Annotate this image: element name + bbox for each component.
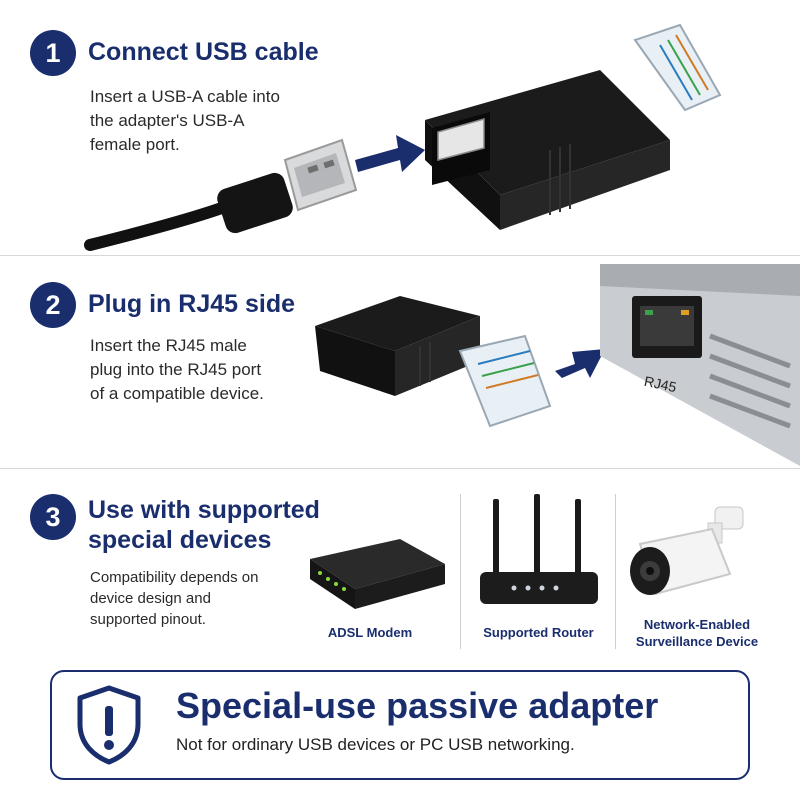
router-icon (480, 494, 598, 604)
step-3-number-badge: 3 (30, 494, 76, 540)
usb-cable-to-adapter-illustration (84, 23, 722, 251)
step-2-number-badge: 2 (30, 282, 76, 328)
usb-cable (84, 199, 236, 251)
step-1-section: 1 Connect USB cable Insert a USB-A cable… (0, 0, 800, 255)
usb-a-plug (217, 138, 358, 234)
device-divider (460, 494, 461, 649)
banner-subtitle: Not for ordinary USB devices or PC USB n… (176, 735, 575, 754)
arrow-right-icon (555, 349, 605, 378)
step-3-title: Use with supported special devices (88, 496, 320, 554)
step-3-section: 3 Use with supported special devices Com… (0, 469, 800, 664)
section-divider (0, 255, 800, 256)
device-label-camera: Network-Enabled Surveillance Device (635, 617, 759, 649)
step-2-section: 2 Plug in RJ45 side Insert the RJ45 male… (0, 256, 800, 468)
usb-rj45-adapter (315, 296, 552, 428)
warning-banner: Special-use passive adapter Not for ordi… (50, 670, 750, 780)
step-2-title: Plug in RJ45 side (88, 290, 296, 318)
modem-icon (310, 539, 445, 609)
usb-rj45-adapter (425, 23, 722, 230)
rj45-to-device-illustration (315, 264, 800, 466)
step-1-number-badge: 1 (30, 30, 76, 76)
banner-title: Special-use passive adapter (176, 685, 659, 726)
arrow-right-icon (355, 135, 425, 172)
device-divider (615, 494, 616, 649)
shield-warning-icon (77, 685, 141, 765)
step-3-description: Compatibility depends on device design a… (90, 569, 259, 628)
device-label-modem: ADSL Modem (327, 625, 413, 640)
device-panel (600, 264, 800, 466)
camera-icon (630, 506, 744, 596)
section-divider (0, 468, 800, 469)
step-2-description: Insert the RJ45 male plug into the RJ45 … (90, 336, 264, 403)
device-label-router: Supported Router (483, 625, 594, 640)
step-1-title: Connect USB cable (88, 38, 319, 66)
step-1-description: Insert a USB-A cable into the adapter's … (90, 87, 280, 154)
